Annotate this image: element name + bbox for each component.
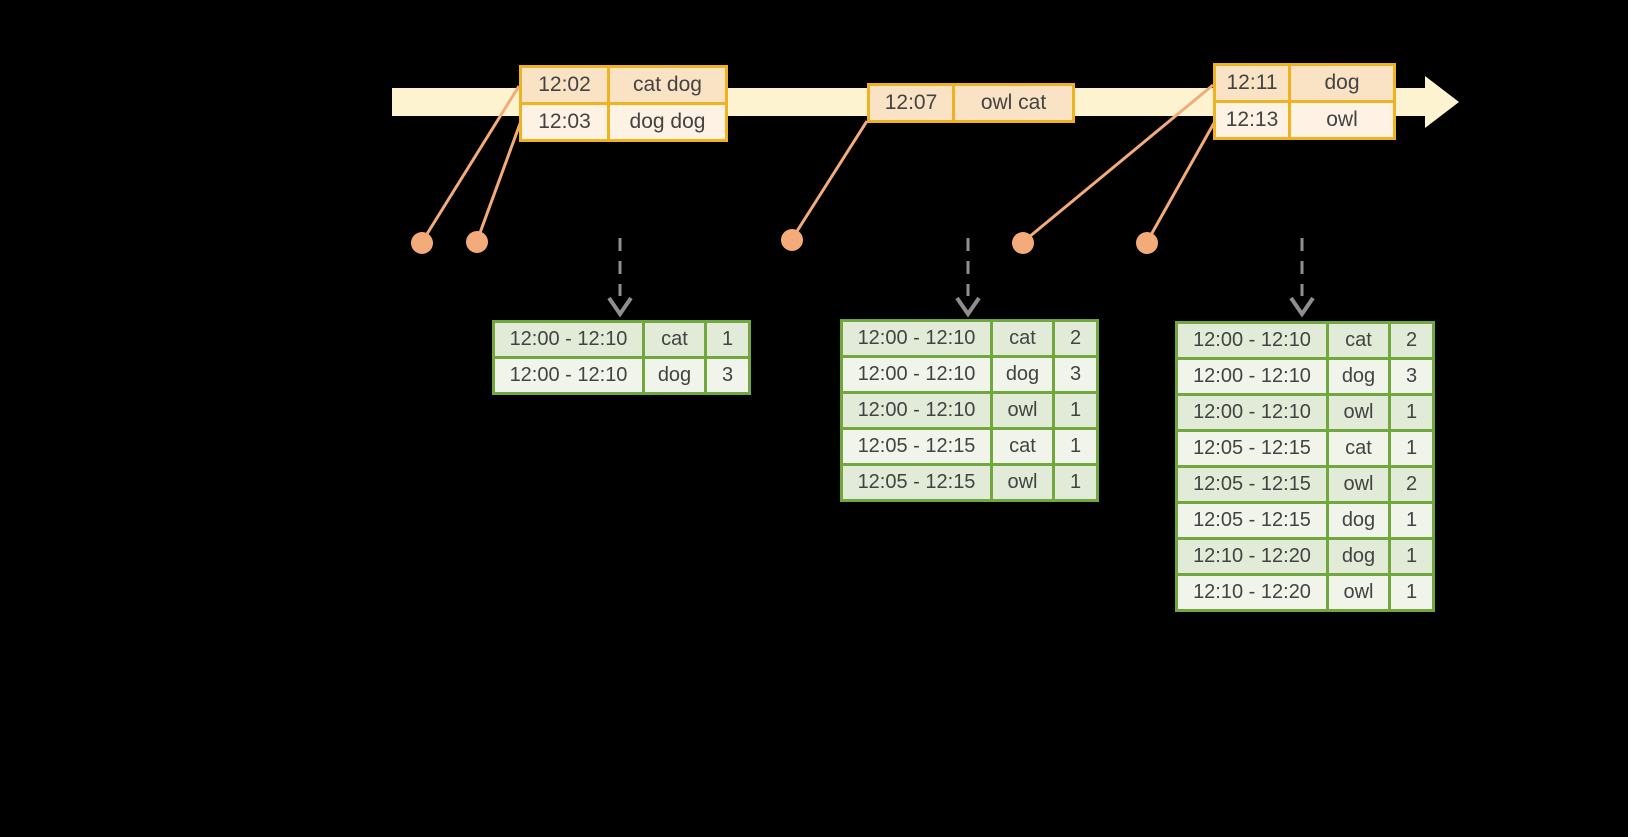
trigger-down-arrow-icon (955, 238, 981, 318)
table-cell: 12:00 - 12:10 (1175, 357, 1329, 396)
table-cell: owl (1326, 465, 1391, 504)
table-cell: 12:05 - 12:15 (1175, 429, 1329, 468)
table-cell: 12:00 - 12:10 (840, 391, 993, 430)
table-cell: 12:03 (519, 102, 610, 142)
table-cell: 12:00 - 12:10 (492, 356, 645, 395)
table-cell: 2 (1388, 465, 1435, 504)
table-cell: 12:05 - 12:15 (840, 463, 993, 502)
table-cell: 1 (1052, 463, 1099, 502)
table-cell: 1 (704, 320, 751, 359)
table-cell: 1 (1388, 429, 1435, 468)
table-cell: 12:10 - 12:20 (1175, 573, 1329, 612)
table-cell: cat (1326, 429, 1391, 468)
table-cell: cat (1326, 321, 1391, 360)
table-cell: 12:00 - 12:10 (492, 320, 645, 359)
event-dot-icon (466, 231, 488, 253)
table-cell: owl (1326, 393, 1391, 432)
table-cell: 12:07 (867, 83, 955, 123)
table-cell: 1 (1388, 573, 1435, 612)
table-cell: 3 (704, 356, 751, 395)
trigger-down-arrow-icon (1289, 238, 1315, 318)
table-cell: owl (1326, 573, 1391, 612)
table-cell: 12:05 - 12:15 (1175, 465, 1329, 504)
table-cell: owl (990, 391, 1055, 430)
table-cell: 1 (1388, 537, 1435, 576)
table-cell: dog (1326, 357, 1391, 396)
event-dot-icon (781, 229, 803, 251)
table-cell: 2 (1388, 321, 1435, 360)
table-cell: 1 (1388, 393, 1435, 432)
table-cell: owl cat (952, 83, 1075, 123)
table-cell: dog (1326, 537, 1391, 576)
table-cell: 1 (1052, 427, 1099, 466)
event-connector-line (420, 85, 521, 243)
table-cell: owl (1288, 100, 1396, 140)
trigger-down-arrow-icon (607, 238, 633, 318)
table-cell: 1 (1052, 391, 1099, 430)
table-cell: 12:10 - 12:20 (1175, 537, 1329, 576)
table-cell: 12:00 - 12:10 (840, 355, 993, 394)
table-cell: 12:02 (519, 65, 610, 105)
table-cell: 12:05 - 12:15 (1175, 501, 1329, 540)
table-cell: 3 (1388, 357, 1435, 396)
event-dot-icon (411, 232, 433, 254)
event-connector-line (475, 120, 523, 242)
event-dot-icon (1136, 232, 1158, 254)
table-cell: 3 (1052, 355, 1099, 394)
table-cell: dog (642, 356, 707, 395)
event-connector-line (1022, 83, 1214, 244)
table-cell: owl (990, 463, 1055, 502)
table-cell: 12:13 (1213, 100, 1291, 140)
table-cell: 12:05 - 12:15 (840, 427, 993, 466)
table-cell: cat (990, 319, 1055, 358)
table-cell: cat (642, 320, 707, 359)
table-cell: 12:11 (1213, 63, 1291, 103)
table-cell: 12:00 - 12:10 (840, 319, 993, 358)
table-cell: 12:00 - 12:10 (1175, 321, 1329, 360)
event-dot-icon (1012, 232, 1034, 254)
event-connector-line (1145, 122, 1216, 243)
table-cell: dog (1326, 501, 1391, 540)
table-cell: 12:00 - 12:10 (1175, 393, 1329, 432)
table-cell: dog (1288, 63, 1396, 103)
table-cell: 1 (1388, 501, 1435, 540)
table-cell: cat (990, 427, 1055, 466)
table-cell: dog (990, 355, 1055, 394)
event-connector-line (790, 120, 869, 240)
table-cell: cat dog (607, 65, 728, 105)
table-cell: dog dog (607, 102, 728, 142)
table-cell: 2 (1052, 319, 1099, 358)
